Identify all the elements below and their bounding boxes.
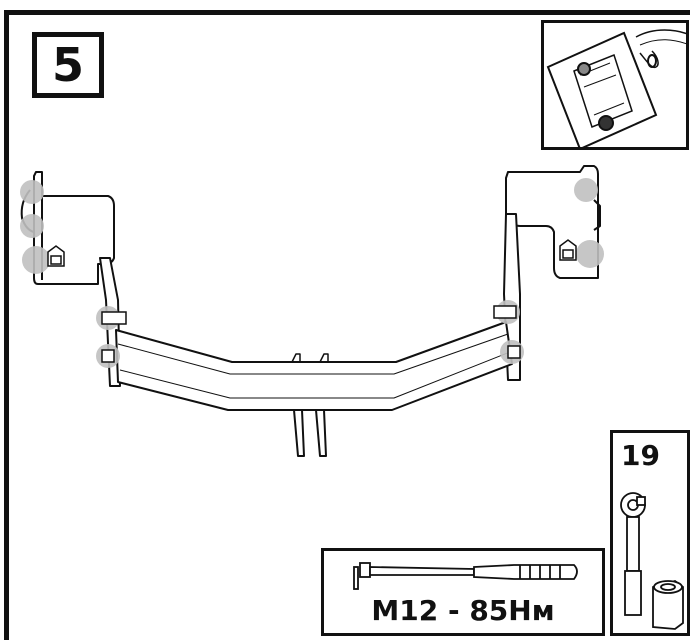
torque-wrench-box: M12 - 85Нм	[321, 548, 605, 636]
socket-wrench-icon	[620, 492, 684, 630]
step-number-box: 5	[32, 32, 104, 98]
step-number: 5	[51, 38, 84, 92]
torque-spec-label: M12 - 85Нм	[371, 594, 555, 627]
socket-box: 19	[610, 430, 690, 636]
diagram-frame	[4, 10, 690, 640]
car-top-view-icon	[546, 29, 686, 147]
vehicle-location-inset	[541, 20, 689, 150]
torque-wrench-icon	[353, 562, 578, 590]
socket-size-label: 19	[621, 439, 660, 472]
